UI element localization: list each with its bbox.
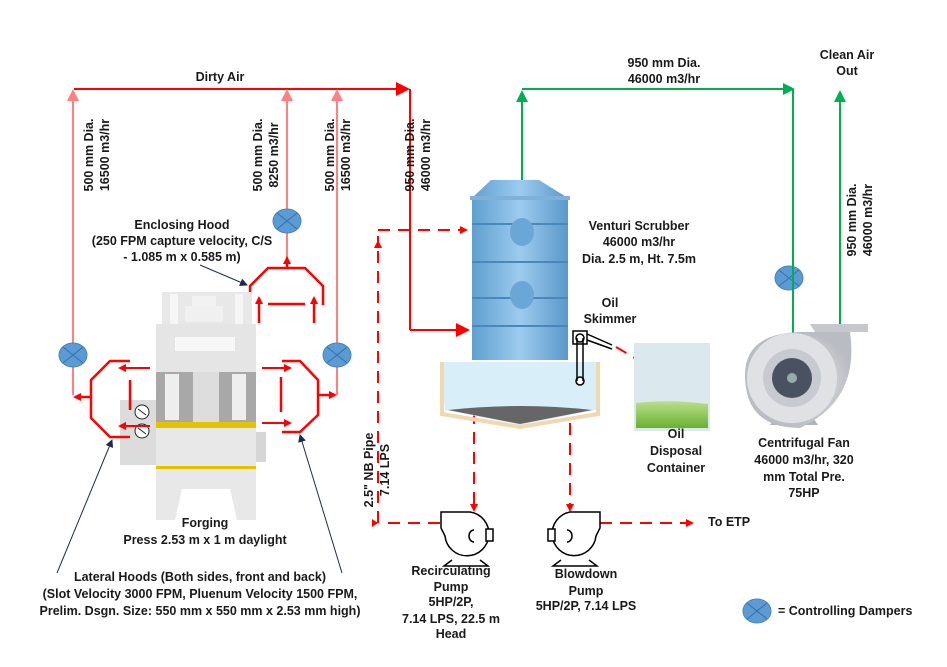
damper-icon	[742, 598, 772, 624]
fan-outlet-dia: 950 mm Dia.	[845, 184, 859, 257]
blowdown-pump-title: Blowdown	[555, 567, 618, 581]
clean-air-out-label: Clean Air	[820, 48, 875, 62]
oil-skimmer-label: Oil	[602, 296, 619, 310]
damper-icon	[774, 265, 804, 291]
lateral-hood-right	[262, 359, 337, 434]
fan-outlet-label: 950 mm Dia. 46000 m3/hr	[845, 184, 875, 257]
fan-pressure: mm Total Pre.	[763, 470, 845, 484]
forging-press-size: Press 2.53 m x 1 m daylight	[123, 533, 287, 547]
duct-right-flow: 16500 m3/hr	[339, 119, 353, 191]
blowdown-pump-spec: 5HP/2P, 7.14 LPS	[536, 599, 637, 613]
pipe-flow: 7.14 LPS	[378, 444, 392, 496]
enclosing-hood-detail: (250 FPM capture velocity, C/S	[92, 234, 272, 248]
duct-left-label: 500 mm Dia. 16500 m3/hr	[82, 119, 112, 192]
duct-mid-flow: 8250 m3/hr	[267, 122, 281, 187]
fan-outlet-flow: 46000 m3/hr	[861, 184, 875, 256]
duct-left-flow: 16500 m3/hr	[98, 119, 112, 191]
oil-disposal-label: Oil	[668, 427, 685, 441]
duct-left-dia: 500 mm Dia.	[82, 119, 96, 192]
duct-right-dia: 500 mm Dia.	[323, 119, 337, 192]
leader-line	[298, 434, 343, 574]
container-icon	[634, 343, 710, 431]
recirc-pump-title: Recirculating	[411, 564, 490, 578]
oil-disposal-label-2: Disposal	[650, 444, 702, 458]
clean-air-duct	[516, 83, 846, 370]
fan-power: 75HP	[788, 486, 819, 500]
duct-mid-label: 500 mm Dia. 8250 m3/hr	[251, 119, 281, 192]
recirc-pump-power: 5HP/2P,	[429, 595, 474, 609]
recirc-pump-head: Head	[436, 627, 467, 641]
duct-right-label: 500 mm Dia. 16500 m3/hr	[323, 119, 353, 192]
lateral-hoods-velocity: (Slot Velocity 3000 FPM, Pluenum Velocit…	[43, 587, 358, 601]
damper-icon	[322, 342, 352, 368]
fan-title: Centrifugal Fan	[758, 436, 850, 450]
damper-icon	[58, 342, 88, 368]
leader-line	[56, 439, 114, 574]
scrubber-size: Dia. 2.5 m, Ht. 7.5m	[582, 252, 696, 266]
dirty-air-label: Dirty Air	[196, 70, 245, 84]
fan-flow: 46000 m3/hr, 320	[754, 453, 853, 467]
duct-mid-dia: 500 mm Dia.	[251, 119, 265, 192]
to-etp-label: To ETP	[708, 515, 750, 529]
clean-duct-dia: 950 mm Dia.	[628, 56, 701, 70]
scrubber-title: Venturi Scrubber	[589, 219, 690, 233]
centrifugal-fan-icon	[745, 324, 868, 428]
oil-skimmer-label-2: Skimmer	[584, 312, 637, 326]
lateral-hood-left	[73, 359, 150, 439]
recirc-pump-flow: 7.14 LPS, 22.5 m	[402, 612, 500, 626]
recirculation-pipe	[377, 226, 694, 527]
duct-main-flow: 46000 m3/hr	[419, 119, 433, 191]
duct-main-dia: 950 mm Dia.	[403, 119, 417, 192]
duct-main-label: 950 mm Dia. 46000 m3/hr	[403, 119, 433, 192]
pump-icon	[547, 511, 601, 567]
forging-press-icon	[120, 292, 266, 520]
damper-icon	[272, 208, 302, 234]
enclosing-hood-title: Enclosing Hood	[134, 218, 229, 232]
forging-press-title: Forging	[182, 516, 229, 530]
recirc-pump-title-2: Pump	[434, 580, 469, 594]
pipe-label: 2.5" NB Pipe 7.14 LPS	[362, 433, 392, 508]
oil-skimmer-icon	[572, 330, 613, 386]
scrubber-flow: 46000 m3/hr	[603, 235, 675, 249]
clean-duct-flow: 46000 m3/hr	[628, 72, 700, 86]
enclosing-hood-size: - 1.085 m x 0.585 m)	[123, 250, 240, 264]
clean-air-out-label-2: Out	[836, 64, 858, 78]
blowdown-pump-title-2: Pump	[569, 584, 604, 598]
scrubber-icon	[440, 180, 600, 430]
legend: = Controlling Dampers	[742, 598, 912, 624]
lateral-hoods-size: Prelim. Dsgn. Size: 550 mm x 550 mm x 2.…	[40, 604, 361, 618]
oil-disposal-label-3: Container	[647, 461, 705, 475]
lateral-hoods-title: Lateral Hoods (Both sides, front and bac…	[74, 570, 326, 584]
pipe-size: 2.5" NB Pipe	[362, 433, 376, 508]
enclosing-hood	[248, 256, 325, 323]
legend-label: = Controlling Dampers	[778, 604, 912, 618]
pump-icon	[440, 511, 494, 567]
